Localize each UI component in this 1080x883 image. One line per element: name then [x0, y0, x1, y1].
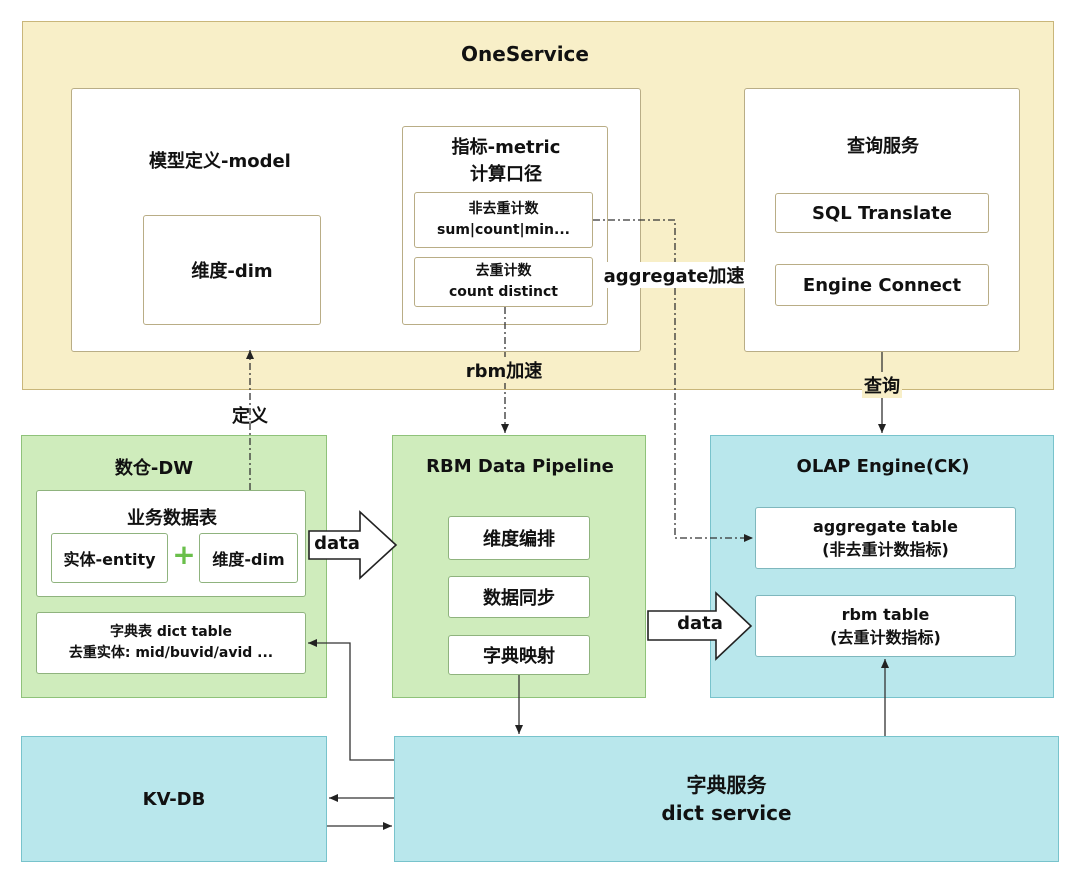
aggregate-table-box: aggregate table (非去重计数指标)	[755, 507, 1016, 569]
non-distinct-line2: sum|count|min...	[437, 222, 570, 238]
distinct-line2: count distinct	[448, 284, 559, 300]
oneservice-title: OneService	[461, 42, 589, 66]
metric-title-line1: 指标-metric	[451, 137, 561, 158]
business-dim-label: 维度-dim	[212, 550, 285, 569]
aggregate-table-line2: (非去重计数指标)	[822, 539, 949, 559]
kvdb-box: KV-DB	[21, 736, 327, 862]
rbm-table-line1: rbm table	[841, 604, 930, 624]
pipeline-step-3-label: 字典映射	[483, 646, 555, 667]
dict-service-line2: dict service	[661, 801, 792, 825]
sql-translate-box: SQL Translate	[775, 193, 989, 233]
olap-title: OLAP Engine(CK)	[796, 456, 970, 477]
aggregate-accel-label: aggregate加速	[601, 262, 747, 288]
business-dim-box: 维度-dim	[199, 533, 298, 583]
pipeline-step-1-label: 维度编排	[483, 529, 555, 550]
dw-title: 数仓-DW	[114, 458, 194, 479]
query-label: 查询	[862, 372, 902, 398]
dict-table-line1: 字典表 dict table	[109, 624, 232, 640]
dim-label: 维度-dim	[191, 261, 273, 282]
pipeline-title: RBM Data Pipeline	[426, 456, 614, 477]
dict-service-box: 字典服务 dict service	[394, 736, 1059, 862]
sql-translate-label: SQL Translate	[812, 202, 952, 224]
data-label-2: data	[677, 613, 723, 634]
define-label: 定义	[232, 406, 268, 427]
query-service-title: 查询服务	[847, 136, 919, 157]
plus-icon: +	[172, 538, 196, 571]
data-label-1: data	[314, 533, 360, 554]
distinct-metric-box: 去重计数 count distinct	[414, 257, 593, 307]
rbm-table-line2: (去重计数指标)	[830, 627, 941, 647]
model-title: 模型定义-model	[149, 151, 291, 172]
dict-table-box: 字典表 dict table 去重实体: mid/buvid/avid ...	[36, 612, 306, 674]
entity-label: 实体-entity	[63, 550, 156, 569]
rbm-accel-label: rbm加速	[463, 357, 545, 383]
pipeline-step-2: 数据同步	[448, 576, 590, 618]
business-table-title: 业务数据表	[127, 508, 217, 529]
dim-box: 维度-dim	[143, 215, 321, 325]
dict-table-line2: 去重实体: mid/buvid/avid ...	[68, 645, 274, 661]
entity-box: 实体-entity	[51, 533, 168, 583]
engine-connect-label: Engine Connect	[802, 274, 962, 296]
non-distinct-metric-box: 非去重计数 sum|count|min...	[414, 192, 593, 248]
pipeline-step-2-label: 数据同步	[483, 588, 555, 609]
engine-connect-box: Engine Connect	[775, 264, 989, 306]
rbm-table-box: rbm table (去重计数指标)	[755, 595, 1016, 657]
aggregate-table-line1: aggregate table	[813, 516, 958, 536]
metric-title-line2: 计算口径	[470, 164, 542, 185]
pipeline-step-3: 字典映射	[448, 635, 590, 675]
kvdb-title: KV-DB	[142, 788, 206, 810]
non-distinct-line1: 非去重计数	[468, 201, 539, 217]
pipeline-step-1: 维度编排	[448, 516, 590, 560]
dict-service-line1: 字典服务	[686, 773, 767, 797]
distinct-line1: 去重计数	[475, 263, 532, 279]
